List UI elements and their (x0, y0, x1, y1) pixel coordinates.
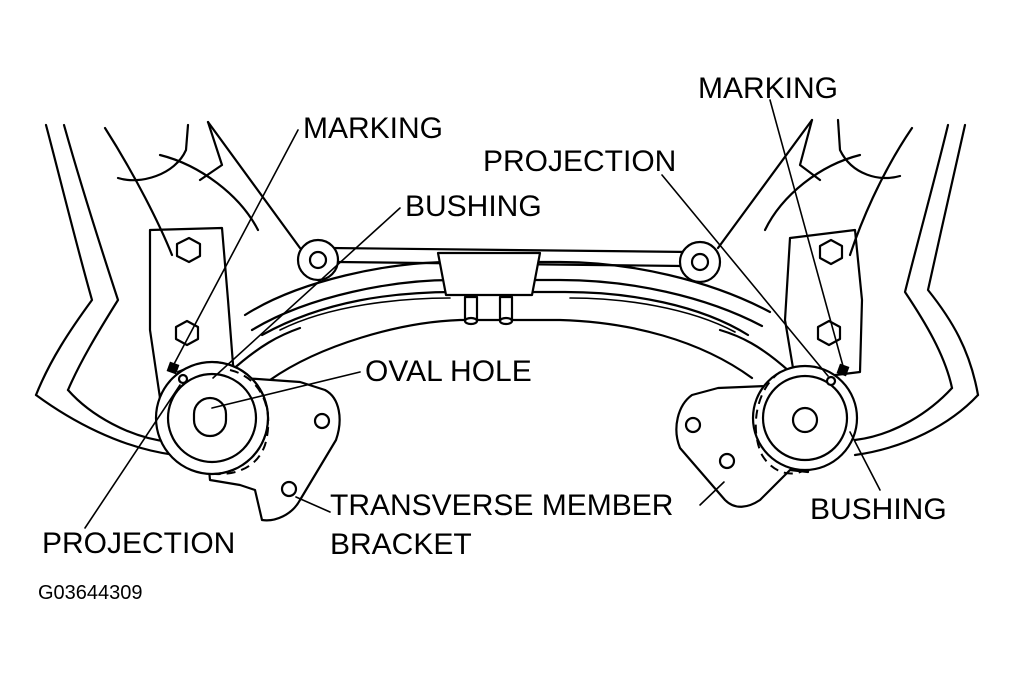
bracket-label: BRACKET (330, 528, 472, 561)
labels: MARKING MARKING PROJECTION BUSHING OVAL … (38, 72, 947, 604)
left-body-frame (34, 120, 302, 457)
projection-label-bottom: PROJECTION (42, 527, 235, 560)
center-mount (436, 251, 542, 326)
left-bracket-assembly (154, 360, 341, 522)
right-bracket-assembly (675, 363, 859, 508)
marking-label-left: MARKING (303, 112, 443, 145)
bushing-label-right: BUSHING (810, 493, 947, 526)
hex-bolts (174, 236, 844, 347)
leader-lines (84, 99, 881, 529)
transverse-member-label: TRANSVERSE MEMBER (330, 489, 673, 522)
oval-hole-label: OVAL HOLE (365, 355, 532, 388)
right-body-frame (716, 118, 980, 457)
projection-label-top: PROJECTION (483, 145, 676, 178)
bushing-label-top: BUSHING (405, 190, 542, 223)
marking-label-right: MARKING (698, 72, 838, 105)
upper-member-bushings (296, 238, 722, 284)
figure-code: G03644309 (38, 582, 143, 604)
